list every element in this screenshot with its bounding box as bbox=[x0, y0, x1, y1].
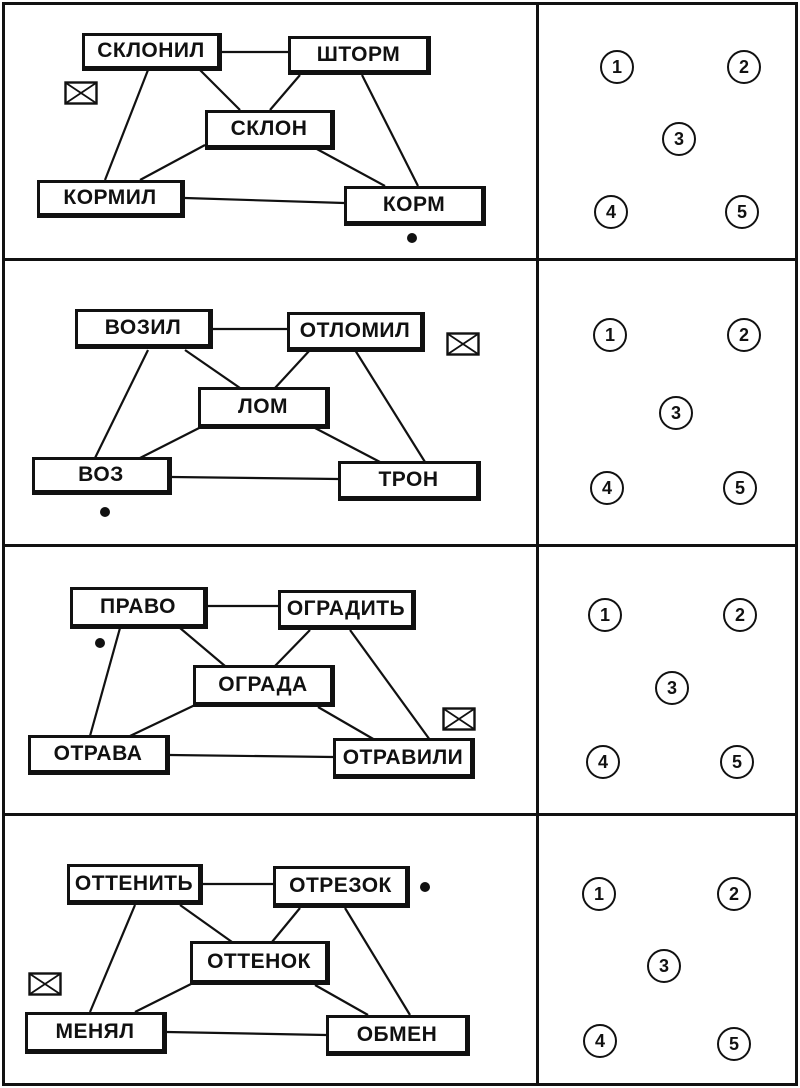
word-card-top-left[interactable]: ПРАВО bbox=[70, 587, 208, 629]
panel-4-numbers-cell bbox=[536, 813, 798, 1086]
link-line bbox=[354, 349, 426, 463]
dot-marker bbox=[95, 638, 105, 648]
link-line bbox=[361, 74, 419, 187]
number-circle-1[interactable]: 1 bbox=[588, 598, 622, 632]
word-card-bottom-left[interactable]: МЕНЯЛ bbox=[25, 1012, 167, 1054]
word-card-bottom-left[interactable]: ВОЗ bbox=[32, 457, 172, 495]
envelope-icon bbox=[28, 972, 62, 996]
link-line bbox=[88, 627, 122, 737]
link-line bbox=[344, 907, 411, 1016]
link-line bbox=[88, 904, 137, 1013]
envelope-icon bbox=[64, 81, 98, 105]
number-circle-4[interactable]: 4 bbox=[590, 471, 624, 505]
word-card-bottom-left[interactable]: КОРМИЛ bbox=[37, 180, 185, 218]
word-card-bottom-right[interactable]: КОРМ bbox=[344, 186, 486, 226]
link-line bbox=[349, 629, 431, 741]
number-circle-4[interactable]: 4 bbox=[594, 195, 628, 229]
word-card-top-right[interactable]: ОТРЕЗОК bbox=[273, 866, 410, 908]
link-line bbox=[314, 147, 386, 187]
number-circle-4[interactable]: 4 bbox=[583, 1024, 617, 1058]
number-circle-1[interactable]: 1 bbox=[593, 318, 627, 352]
number-circle-5[interactable]: 5 bbox=[717, 1027, 751, 1061]
word-card-center[interactable]: ОГРАДА bbox=[193, 665, 335, 707]
number-circle-3[interactable]: 3 bbox=[659, 396, 693, 430]
envelope-icon bbox=[442, 707, 476, 731]
link-line bbox=[184, 349, 241, 389]
number-circle-3[interactable]: 3 bbox=[647, 949, 681, 983]
number-circle-1[interactable]: 1 bbox=[582, 877, 616, 911]
link-line bbox=[169, 753, 334, 759]
dot-marker bbox=[100, 507, 110, 517]
link-line bbox=[179, 627, 226, 667]
link-line bbox=[94, 349, 149, 459]
number-circle-1[interactable]: 1 bbox=[600, 50, 634, 84]
link-line bbox=[139, 424, 206, 459]
link-line bbox=[129, 704, 196, 737]
word-card-top-right[interactable]: ШТОРМ bbox=[288, 36, 431, 75]
word-card-center[interactable]: ОТТЕНОК bbox=[190, 941, 330, 985]
number-circle-2[interactable]: 2 bbox=[727, 318, 761, 352]
word-card-top-left[interactable]: ВОЗИЛ bbox=[75, 309, 213, 349]
word-card-top-right[interactable]: ОГРАДИТЬ bbox=[278, 590, 416, 630]
word-card-bottom-right[interactable]: ОБМЕН bbox=[326, 1015, 470, 1056]
word-card-bottom-right[interactable]: ТРОН bbox=[338, 461, 481, 501]
number-circle-5[interactable]: 5 bbox=[720, 745, 754, 779]
link-line bbox=[271, 907, 301, 943]
number-circle-4[interactable]: 4 bbox=[586, 745, 620, 779]
link-line bbox=[269, 74, 301, 111]
word-card-center[interactable]: ЛОМ bbox=[198, 387, 330, 429]
number-circle-3[interactable]: 3 bbox=[655, 671, 689, 705]
number-circle-2[interactable]: 2 bbox=[717, 877, 751, 911]
number-circle-2[interactable]: 2 bbox=[723, 598, 757, 632]
word-card-top-left[interactable]: ОТТЕНИТЬ bbox=[67, 864, 203, 905]
number-circle-5[interactable]: 5 bbox=[723, 471, 757, 505]
word-card-top-right[interactable]: ОТЛОМИЛ bbox=[287, 312, 425, 352]
link-line bbox=[179, 904, 233, 943]
link-line bbox=[274, 349, 311, 389]
link-line bbox=[184, 196, 345, 205]
link-line bbox=[166, 1030, 327, 1037]
link-line bbox=[139, 144, 206, 181]
dot-marker bbox=[407, 233, 417, 243]
link-line bbox=[171, 475, 339, 481]
link-line bbox=[274, 629, 311, 667]
link-line bbox=[314, 427, 381, 463]
link-line bbox=[199, 69, 241, 111]
envelope-icon bbox=[446, 332, 480, 356]
word-card-bottom-left[interactable]: ОТРАВА bbox=[28, 735, 170, 775]
number-circle-2[interactable]: 2 bbox=[727, 50, 761, 84]
link-line bbox=[103, 69, 150, 181]
link-line bbox=[317, 706, 376, 741]
word-card-center[interactable]: СКЛОН bbox=[205, 110, 335, 150]
dot-marker bbox=[420, 882, 430, 892]
word-card-top-left[interactable]: СКЛОНИЛ bbox=[82, 33, 222, 71]
link-line bbox=[134, 981, 196, 1013]
word-card-bottom-right[interactable]: ОТРАВИЛИ bbox=[333, 738, 475, 779]
link-line bbox=[314, 984, 369, 1016]
number-circle-3[interactable]: 3 bbox=[662, 122, 696, 156]
number-circle-5[interactable]: 5 bbox=[725, 195, 759, 229]
